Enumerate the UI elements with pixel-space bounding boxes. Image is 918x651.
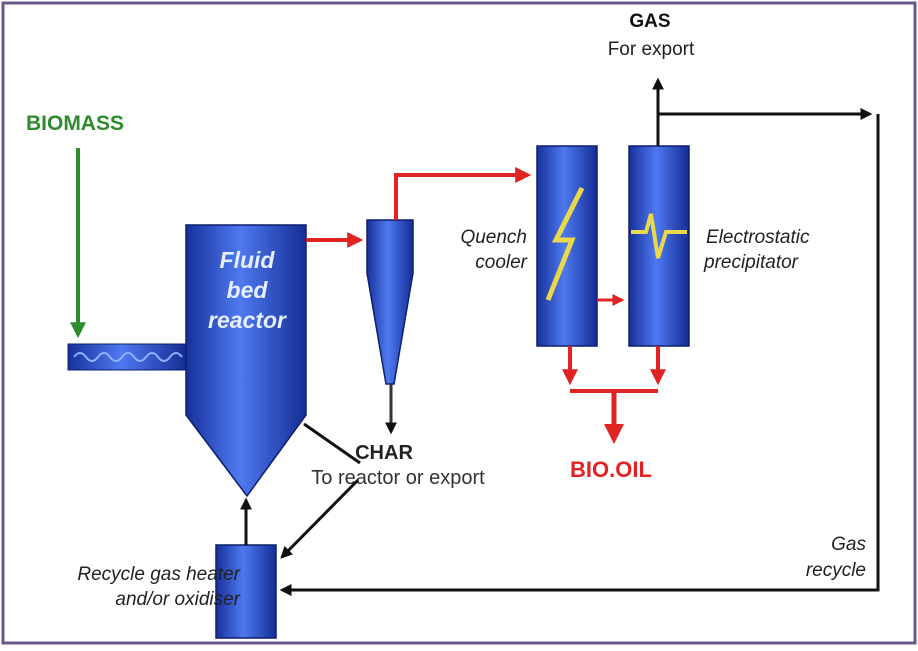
heater-label-line2: and/or oxidiser xyxy=(115,589,240,610)
reactor-label-line2: bed xyxy=(227,277,269,303)
reactor-label-line1: Fluid xyxy=(220,247,276,273)
char-label: CHAR xyxy=(355,442,413,464)
gas-recycle-label-line1: Gas xyxy=(831,534,866,555)
cyclone-to-quench-arrow xyxy=(394,167,532,220)
char-to-heater-arrow xyxy=(280,478,360,559)
quench-label-line2: cooler xyxy=(475,252,527,273)
screw-feeder xyxy=(67,343,187,371)
bio-oil-collection xyxy=(562,346,666,444)
quench-cooler xyxy=(536,145,598,347)
char-to-reactor-pointer xyxy=(303,422,361,465)
gas-label: GAS xyxy=(629,11,670,32)
reactor-label-line3: reactor xyxy=(208,307,287,333)
quench-label-line1: Quench xyxy=(460,227,527,248)
bio-oil-label: BIO.OIL xyxy=(570,457,652,482)
precipitator-label-line2: precipitator xyxy=(703,252,799,273)
fluid-bed-reactor xyxy=(185,224,307,498)
biomass-label: BIOMASS xyxy=(26,112,124,135)
lightning-icon xyxy=(545,186,585,301)
cyclone xyxy=(366,219,414,385)
char-sublabel: To reactor or export xyxy=(311,467,485,489)
precipitator-label-line1: Electrostatic xyxy=(706,227,810,248)
gas-recycle-label-line2: recycle xyxy=(806,560,866,581)
heater-label-line1: Recycle gas heater xyxy=(77,564,240,585)
gas-sublabel: For export xyxy=(608,39,695,60)
spark-icon xyxy=(631,213,687,259)
gas-recycle-return-arrow xyxy=(279,114,880,596)
electrostatic-precipitator xyxy=(628,145,690,347)
recycle-gas-heater xyxy=(215,544,277,639)
